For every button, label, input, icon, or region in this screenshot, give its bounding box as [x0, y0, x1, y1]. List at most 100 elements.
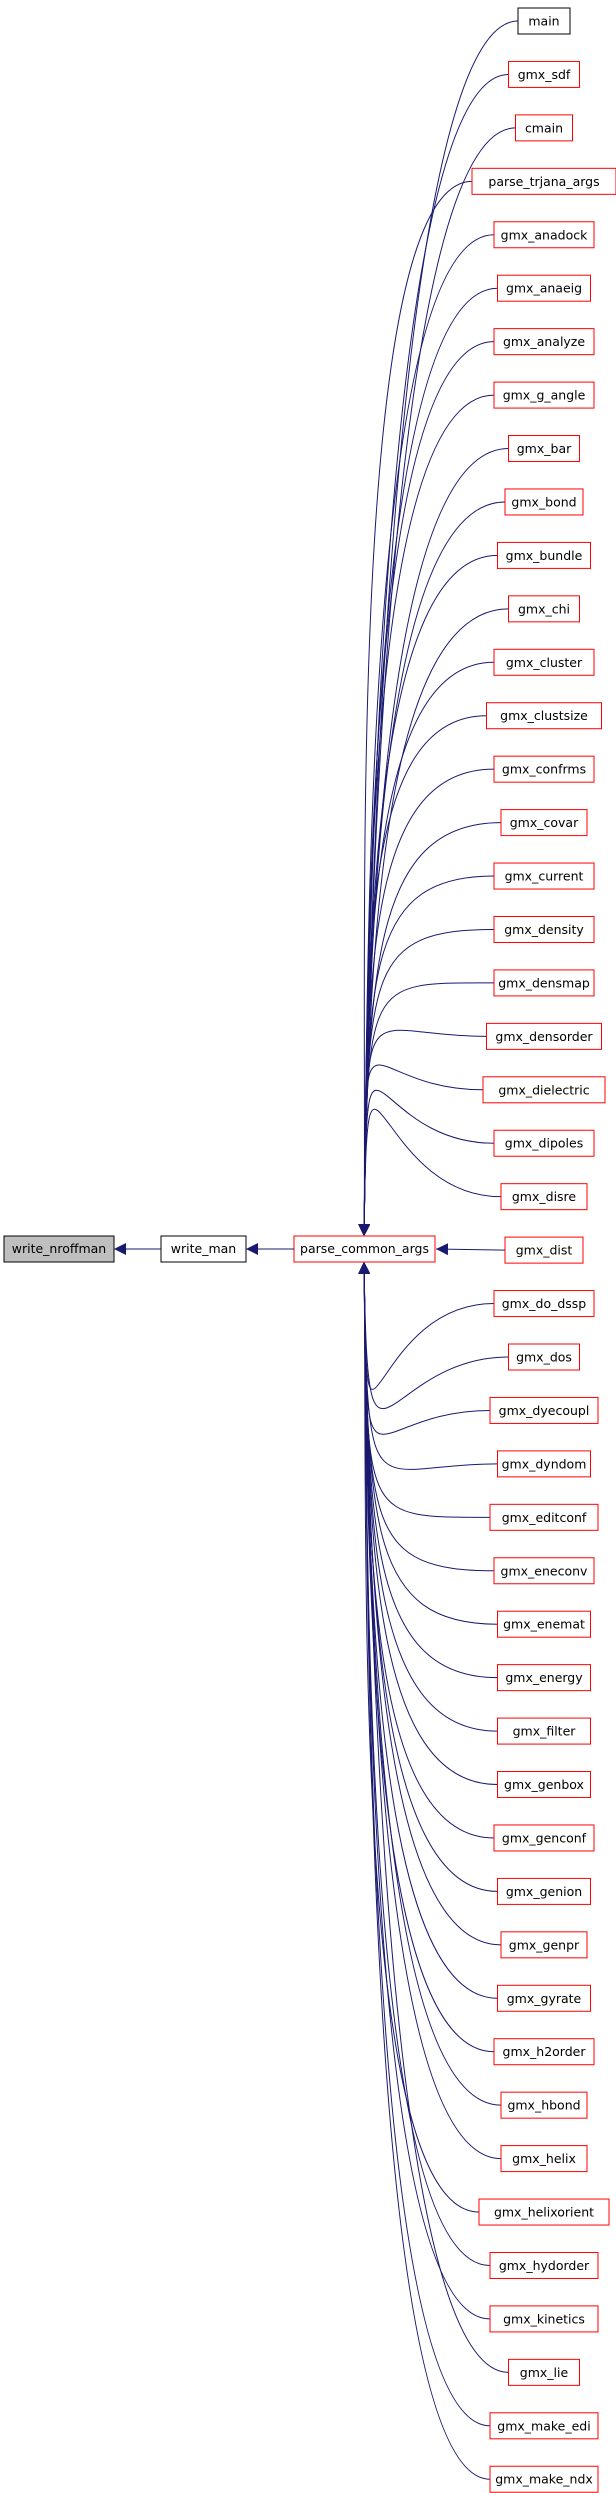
node-gmx-chi-box: [508, 595, 580, 623]
node-gmx-bundle-box: [497, 541, 591, 569]
node-gmx-dielectric-label: gmx_dielectric: [498, 1082, 589, 1097]
node-gmx-genconf-label: gmx_genconf: [502, 1830, 587, 1845]
node-gmx-dyndom[interactable]: gmx_dyndom: [497, 1450, 591, 1478]
node-gmx-dist[interactable]: gmx_dist: [504, 1236, 584, 1264]
node-gmx-g-angle[interactable]: gmx_g_angle: [493, 381, 595, 409]
edge-layer: [358, 20, 519, 2480]
node-gmx-hbond[interactable]: gmx_hbond: [500, 2091, 588, 2119]
node-write-nroffman[interactable]: write_nroffman: [3, 1235, 115, 1263]
node-gmx-lie[interactable]: gmx_lie: [508, 2358, 580, 2386]
node-gmx-genpr[interactable]: gmx_genpr: [500, 1931, 588, 1959]
node-gmx-do-dssp[interactable]: gmx_do_dssp: [493, 1290, 595, 1318]
node-gmx-densmap-label: gmx_densmap: [498, 975, 590, 990]
node-gmx-chi[interactable]: gmx_chi: [508, 595, 580, 623]
node-gmx-cluster[interactable]: gmx_cluster: [493, 648, 595, 676]
node-gmx-analyze-label: gmx_analyze: [503, 334, 585, 349]
node-gmx-confrms[interactable]: gmx_confrms: [493, 755, 595, 783]
node-gmx-density-label: gmx_density: [504, 922, 584, 937]
node-gmx-dist-label: gmx_dist: [516, 1243, 573, 1258]
edge-gmx-make-edi-to-parse-common-args: [358, 1261, 491, 2427]
fixed-node-layer: write_nroffman write_man parse_common_ar…: [3, 1235, 436, 1263]
node-gmx-bond-box: [504, 488, 584, 516]
node-gmx-density-box: [493, 915, 595, 943]
node-gmx-make-ndx[interactable]: gmx_make_ndx: [489, 2465, 599, 2493]
node-gmx-densorder-label: gmx_densorder: [495, 1029, 593, 1044]
node-gmx-anadock[interactable]: gmx_anadock: [493, 221, 595, 249]
node-gmx-analyze[interactable]: gmx_analyze: [493, 328, 595, 356]
node-gmx-helixorient[interactable]: gmx_helixorient: [478, 2198, 610, 2226]
edge-gmx-disre-to-parse-common-args: [358, 1108, 502, 1237]
node-gmx-dipoles[interactable]: gmx_dipoles: [493, 1129, 595, 1157]
node-gmx-h2order-box: [493, 2038, 595, 2066]
node-gmx-energy[interactable]: gmx_energy: [497, 1664, 591, 1692]
node-gmx-enemat-box: [497, 1610, 591, 1638]
node-gmx-disre-label: gmx_disre: [512, 1189, 577, 1204]
node-gmx-filter-label: gmx_filter: [513, 1724, 577, 1739]
edge-gmx-g-angle-to-parse-common-args: [358, 394, 495, 1237]
node-gmx-kinetics[interactable]: gmx_kinetics: [489, 2305, 599, 2333]
node-gmx-dist-box: [504, 1236, 584, 1264]
node-gmx-gyrate[interactable]: gmx_gyrate: [497, 1984, 591, 2012]
node-gmx-bar[interactable]: gmx_bar: [508, 435, 580, 463]
node-gmx-bundle[interactable]: gmx_bundle: [497, 541, 591, 569]
node-gmx-bond[interactable]: gmx_bond: [504, 488, 584, 516]
node-parse-trjana-args[interactable]: parse_trjana_args: [471, 167, 616, 195]
edge-gmx-eneconv-to-parse-common-args: [358, 1261, 495, 1572]
node-gmx-confrms-label: gmx_confrms: [502, 762, 586, 777]
node-main[interactable]: main: [517, 7, 571, 35]
node-gmx-genconf-box: [493, 1824, 595, 1852]
edge-gmx-genbox-to-parse-common-args: [358, 1261, 498, 1786]
edge-gmx-sdf-to-parse-common-args: [358, 73, 509, 1237]
node-main-box: [517, 7, 571, 35]
node-write-man[interactable]: write_man: [160, 1235, 247, 1263]
node-gmx-covar[interactable]: gmx_covar: [500, 809, 588, 837]
node-parse-common-args[interactable]: parse_common_args: [293, 1235, 436, 1263]
node-gmx-dielectric[interactable]: gmx_dielectric: [482, 1076, 606, 1104]
node-gmx-dielectric-box: [482, 1076, 606, 1104]
node-gmx-genbox[interactable]: gmx_genbox: [497, 1771, 591, 1799]
node-gmx-clustsize[interactable]: gmx_clustsize: [486, 702, 602, 730]
node-gmx-do-dssp-box: [493, 1290, 595, 1318]
edge-gmx-cluster-to-parse-common-args: [358, 661, 495, 1237]
edge-gmx-make-ndx-to-parse-common-args: [358, 1261, 491, 2480]
node-gmx-dyecoupl[interactable]: gmx_dyecoupl: [489, 1396, 599, 1424]
node-gmx-hydorder-label: gmx_hydorder: [499, 2258, 590, 2273]
node-gmx-clustsize-box: [486, 702, 602, 730]
node-gmx-anaeig-box: [497, 274, 591, 302]
node-gmx-confrms-box: [493, 755, 595, 783]
edge-gmx-densorder-to-parse-common-args: [358, 1029, 487, 1237]
node-gmx-density[interactable]: gmx_density: [493, 915, 595, 943]
node-gmx-make-edi[interactable]: gmx_make_edi: [489, 2412, 599, 2440]
edge-gmx-editconf-to-parse-common-args: [358, 1261, 491, 1518]
node-gmx-eneconv[interactable]: gmx_eneconv: [493, 1557, 595, 1585]
node-gmx-eneconv-box: [493, 1557, 595, 1585]
node-gmx-lie-label: gmx_lie: [520, 2365, 569, 2380]
node-gmx-genion[interactable]: gmx_genion: [497, 1877, 591, 1905]
node-gmx-filter[interactable]: gmx_filter: [497, 1717, 591, 1745]
node-gmx-current[interactable]: gmx_current: [493, 862, 595, 890]
node-gmx-densorder[interactable]: gmx_densorder: [486, 1022, 602, 1050]
node-gmx-densmap[interactable]: gmx_densmap: [493, 969, 595, 997]
node-gmx-sdf[interactable]: gmx_sdf: [508, 60, 580, 88]
node-gmx-dos[interactable]: gmx_dos: [508, 1343, 580, 1371]
node-gmx-genconf[interactable]: gmx_genconf: [493, 1824, 595, 1852]
node-gmx-enemat[interactable]: gmx_enemat: [497, 1610, 591, 1638]
node-gmx-anaeig[interactable]: gmx_anaeig: [497, 274, 591, 302]
node-gmx-editconf-box: [489, 1503, 599, 1531]
edge-gmx-densmap-to-parse-common-args: [358, 982, 495, 1237]
node-gmx-dyndom-label: gmx_dyndom: [502, 1456, 587, 1471]
node-gmx-h2order[interactable]: gmx_h2order: [493, 2038, 595, 2066]
node-gmx-disre[interactable]: gmx_disre: [500, 1183, 588, 1211]
node-gmx-current-label: gmx_current: [505, 869, 584, 884]
node-gmx-hydorder[interactable]: gmx_hydorder: [489, 2251, 599, 2279]
node-cmain[interactable]: cmain: [515, 114, 573, 142]
edge-gmx-clustsize-to-parse-common-args: [358, 715, 487, 1237]
node-gmx-genbox-box: [497, 1771, 591, 1799]
node-parse-common-args-label: parse_common_args: [300, 1241, 429, 1256]
edge-gmx-anadock-to-parse-common-args: [358, 234, 495, 1237]
node-gmx-helix[interactable]: gmx_helix: [500, 2145, 588, 2173]
node-gmx-editconf[interactable]: gmx_editconf: [489, 1503, 599, 1531]
edge-gmx-dist-to-parse-common-args: [435, 1243, 506, 1256]
